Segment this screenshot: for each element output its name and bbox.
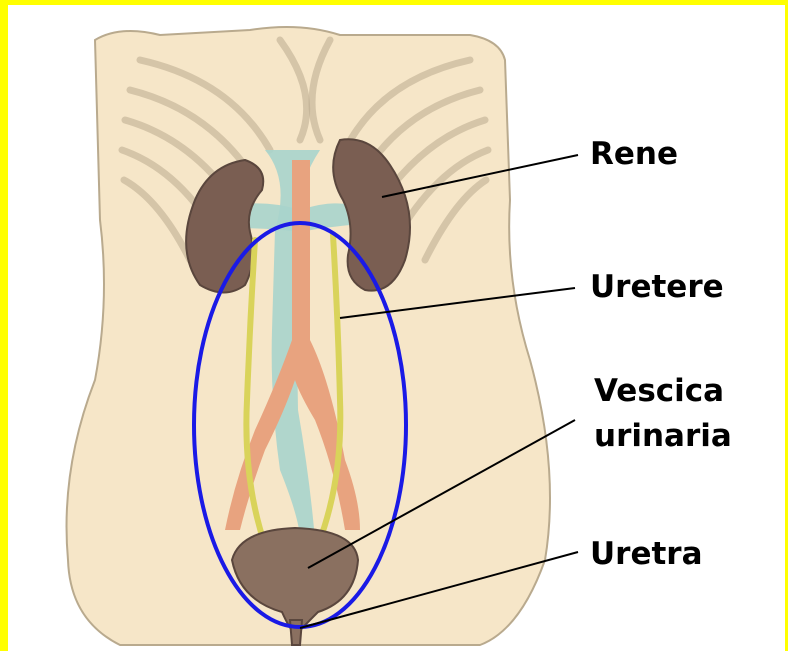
- label-bladder-line1: Vescica: [594, 372, 724, 410]
- label-bladder-line2: urinaria: [594, 417, 732, 455]
- label-urethra: Uretra: [590, 535, 703, 573]
- label-kidney: Rene: [590, 135, 678, 173]
- label-ureter: Uretere: [590, 268, 724, 306]
- urethra-tip: [290, 620, 302, 645]
